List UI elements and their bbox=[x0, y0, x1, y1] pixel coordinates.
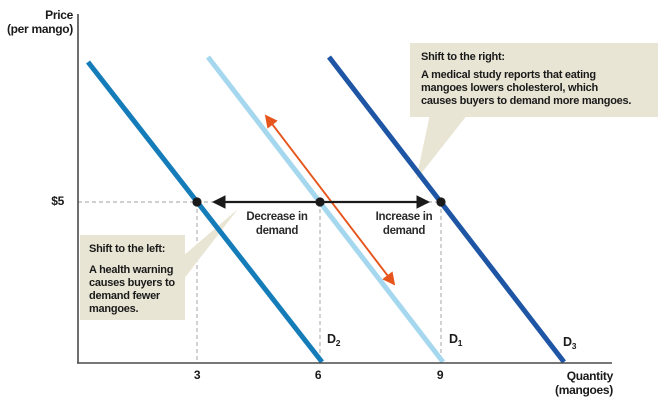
shift-left-callout: Shift to the left: A health warning caus… bbox=[80, 235, 185, 320]
label-d2-subscript: 2 bbox=[335, 338, 341, 348]
shift-left-callout-body: A health warning causes buyers to demand… bbox=[89, 264, 177, 316]
decrease-label-line1: Decrease in bbox=[246, 211, 308, 223]
label-d3: D3 bbox=[563, 336, 576, 353]
x-tick-9: 9 bbox=[436, 368, 444, 382]
shift-right-body-line2: mangoes lowers cholesterol, which bbox=[421, 82, 598, 94]
label-d1-subscript: 1 bbox=[457, 338, 463, 348]
shift-left-body-line3: demand fewer bbox=[89, 290, 160, 302]
shift-right-callout: Shift to the right: A medical study repo… bbox=[410, 43, 658, 117]
movement-along-curve-arrow bbox=[264, 114, 396, 286]
x-axis-title-line2: (mangoes) bbox=[555, 383, 613, 397]
label-d2-letter: D bbox=[327, 332, 336, 346]
demand-curve-d3 bbox=[327, 55, 566, 364]
shift-left-body-line4: mangoes. bbox=[89, 303, 139, 315]
y-axis-title-line2: (per mango) bbox=[6, 22, 73, 36]
label-d1-letter: D bbox=[449, 332, 458, 346]
shift-right-callout-title: Shift to the right: bbox=[421, 51, 505, 63]
y-axis-title: Price (per mango) bbox=[0, 8, 73, 36]
x-axis-title: Quantity (mangoes) bbox=[500, 369, 613, 397]
increase-label-line2: demand bbox=[382, 225, 426, 237]
decrease-in-demand-label: Decrease in demand bbox=[217, 210, 337, 238]
point-d3-at-price-5 bbox=[436, 197, 446, 207]
shift-left-body-line1: A health warning bbox=[89, 264, 174, 276]
shift-left-body-line2: causes buyers to bbox=[89, 277, 175, 289]
label-d1: D1 bbox=[449, 333, 462, 350]
label-d2: D2 bbox=[327, 333, 340, 350]
price-tick-5: $5 bbox=[51, 194, 64, 208]
point-d1-at-price-5 bbox=[315, 197, 325, 207]
y-axis-title-line1: Price bbox=[45, 8, 73, 22]
label-d3-letter: D bbox=[563, 335, 572, 349]
increase-in-demand-label: Increase in demand bbox=[344, 210, 464, 238]
label-d3-subscript: 3 bbox=[571, 341, 577, 351]
shift-right-callout-body: A medical study reports that eating mang… bbox=[421, 69, 648, 108]
right-callout-tail bbox=[416, 114, 468, 180]
shift-left-callout-title: Shift to the left: bbox=[89, 243, 166, 255]
left-callout-tail bbox=[183, 209, 238, 280]
x-tick-6: 6 bbox=[314, 368, 322, 382]
demand-curve-d2 bbox=[86, 60, 324, 364]
point-d2-at-price-5 bbox=[192, 197, 202, 207]
x-tick-3: 3 bbox=[193, 368, 201, 382]
increase-label-line1: Increase in bbox=[375, 211, 433, 223]
x-axis-title-line1: Quantity bbox=[566, 369, 614, 383]
shift-right-body-line3: causes buyers to demand more mangoes. bbox=[421, 95, 632, 107]
shift-right-body-line1: A medical study reports that eating bbox=[421, 69, 596, 81]
decrease-label-line2: demand bbox=[255, 225, 299, 237]
